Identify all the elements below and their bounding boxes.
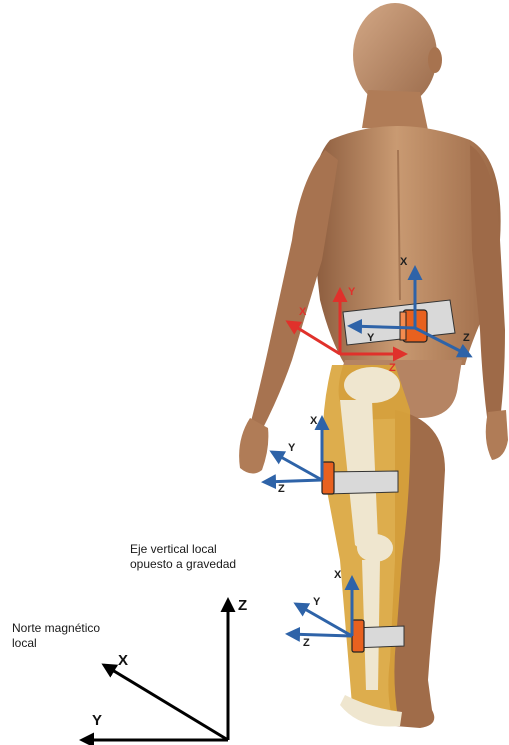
global-x-label: X — [118, 653, 128, 668]
human-body-illustration — [239, 3, 508, 728]
thigh-sensor-z-label: Z — [278, 484, 285, 495]
pelvis-frame-x-label: X — [299, 307, 306, 318]
global-z-label: Z — [238, 598, 247, 613]
shank-sensor-x-label: X — [334, 570, 341, 581]
pelvis-frame-y-label: Y — [348, 287, 355, 298]
imu-sensor-thigh-icon — [322, 462, 334, 494]
vertical-axis-caption-line1: Eje vertical local — [130, 542, 217, 557]
global-y-label: Y — [92, 713, 102, 728]
thigh-sensor-y-label: Y — [288, 443, 295, 454]
vertical-axis-caption-line2: opuesto a gravedad — [130, 557, 236, 572]
pelvis-sensor-y-label: Y — [367, 333, 374, 344]
pelvis-frame-z-label: Z — [389, 363, 396, 374]
pelvis-sensor-z-label: Z — [463, 333, 470, 344]
shank-sensor-z-label: Z — [303, 638, 310, 649]
thigh-sensor-x-label: X — [310, 416, 317, 427]
shank-sensor-y-label: Y — [313, 597, 320, 608]
north-caption-line1: Norte magnético — [12, 621, 100, 636]
north-caption-line2: local — [12, 636, 37, 651]
pelvis-sensor-x-label: X — [400, 257, 407, 268]
imu-sensor-shank-icon — [352, 620, 364, 652]
global-frame-axes — [82, 600, 228, 740]
